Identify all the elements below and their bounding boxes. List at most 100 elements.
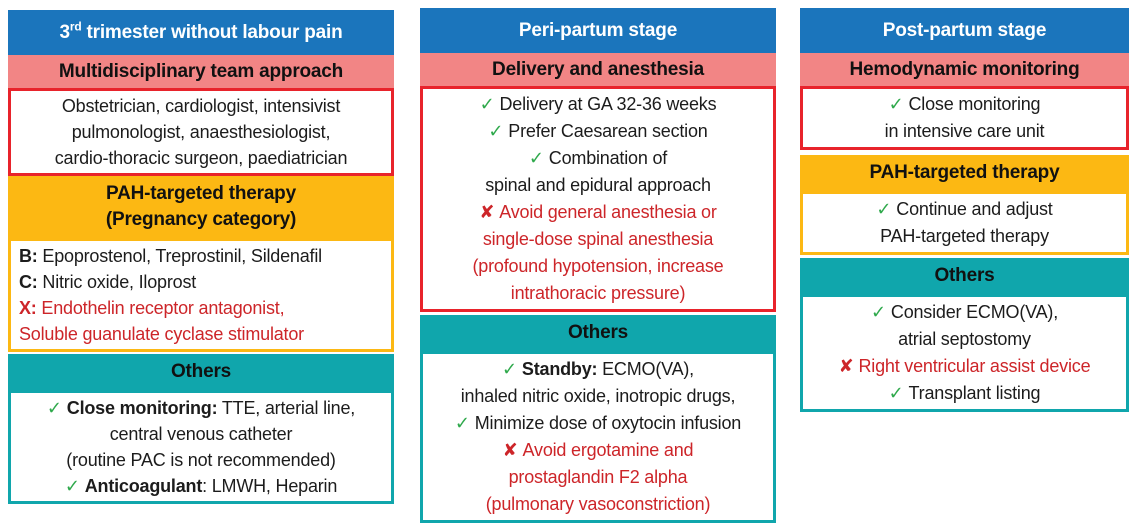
heading-delivery-anesthesia: Delivery and anesthesia (420, 53, 776, 86)
line-text: prostaglandin F2 alpha (508, 467, 688, 487)
check-icon: ✓ (888, 94, 904, 114)
text-line: spinal and epidural approach (427, 172, 769, 199)
line-text: Endothelin receptor antagonist, (36, 298, 285, 318)
line-text: ECMO(VA), (597, 359, 694, 379)
column-peri-partum: Peri-partum stage Delivery and anesthesi… (420, 8, 776, 523)
stage-title-ordinal: rd (69, 19, 82, 34)
cross-icon: ✘ (838, 356, 854, 376)
stage-title-peri-partum: Peri-partum stage (420, 8, 776, 53)
line-text: Consider ECMO(VA), (890, 302, 1058, 322)
text-line-contraindicated: ✘Avoid ergotamine and (427, 437, 769, 464)
text-line: inhaled nitric oxide, inotropic drugs, (427, 383, 769, 410)
others-box: ✓Standby: ECMO(VA), inhaled nitric oxide… (420, 351, 776, 523)
text-line-contraindicated: (profound hypotension, increase (427, 253, 769, 280)
heading-hemodynamic-monitoring: Hemodynamic monitoring (800, 53, 1129, 86)
line-text: Obstetrician, cardiologist, intensivist (61, 96, 341, 116)
cross-icon: ✘ (502, 440, 518, 460)
line-text: Avoid ergotamine and (522, 440, 694, 460)
text-line: ✓Close monitoring: TTE, arterial line, (15, 395, 387, 421)
line-text-bold: Standby: (521, 359, 598, 379)
category-label: C: (19, 272, 38, 292)
text-line-contraindicated: intrathoracic pressure) (427, 280, 769, 307)
check-icon: ✓ (488, 121, 504, 141)
line-text: TTE, arterial line, (217, 398, 356, 418)
check-icon: ✓ (479, 94, 495, 114)
text-line: central venous catheter (15, 421, 387, 447)
text-line: Obstetrician, cardiologist, intensivist (15, 93, 387, 119)
check-icon: ✓ (454, 413, 470, 433)
category-label: B: (19, 246, 38, 266)
text-line: ✓Transplant listing (807, 380, 1122, 407)
line-text: pulmonologist, anaesthesiologist, (71, 122, 331, 142)
check-icon: ✓ (888, 383, 904, 403)
column-post-partum: Post-partum stage Hemodynamic monitoring… (800, 8, 1129, 412)
hemodynamic-monitoring-box: ✓Close monitoring in intensive care unit (800, 86, 1129, 150)
others-box: ✓Consider ECMO(VA), atrial septostomy ✘R… (800, 294, 1129, 412)
text-line: PAH-targeted therapy (807, 223, 1122, 250)
text-line: cardio-thoracic surgeon, paediatrician (15, 145, 387, 171)
line-text: Continue and adjust (896, 199, 1053, 219)
line-text: (routine PAC is not recommended) (66, 450, 336, 470)
text-line: ✓Anticoagulant: LMWH, Heparin (15, 473, 387, 499)
text-line: ✓Combination of (427, 145, 769, 172)
line-text: Epoprostenol, Treprostinil, Sildenafil (37, 246, 322, 266)
line-text: single-dose spinal anesthesia (482, 229, 714, 249)
text-line: in intensive care unit (807, 118, 1122, 145)
line-text: in intensive care unit (884, 121, 1045, 141)
text-line: ✓Continue and adjust (807, 196, 1122, 223)
line-text: Combination of (548, 148, 668, 168)
heading-line: (Pregnancy category) (105, 209, 297, 230)
heading-others: Others (800, 258, 1129, 294)
heading-others: Others (8, 354, 394, 390)
line-text: : LMWH, Heparin (202, 476, 338, 496)
stage-title-post-partum: Post-partum stage (800, 8, 1129, 53)
line-text-bold: Anticoagulant (84, 476, 203, 496)
stage-title-3rd-trimester: 3rd trimester without labour pain (8, 10, 394, 55)
text-line-contraindicated: X: Endothelin receptor antagonist, (19, 295, 389, 321)
heading-pah-targeted-therapy: PAH-targeted therapy (Pregnancy category… (8, 176, 394, 238)
check-icon: ✓ (46, 398, 62, 418)
text-line-contraindicated: prostaglandin F2 alpha (427, 464, 769, 491)
line-text: Close monitoring (908, 94, 1041, 114)
text-line-contraindicated: ✘Avoid general anesthesia or (427, 199, 769, 226)
pregnancy-category-box: B: Epoprostenol, Treprostinil, Sildenafi… (8, 238, 394, 352)
line-text-bold: Close monitoring: (66, 398, 218, 418)
text-line: C: Nitric oxide, Iloprost (19, 269, 389, 295)
heading-others: Others (420, 315, 776, 351)
text-line-contraindicated: (pulmonary vasoconstriction) (427, 491, 769, 518)
line-text: Prefer Caesarean section (508, 121, 708, 141)
text-line: ✓Close monitoring (807, 91, 1122, 118)
check-icon: ✓ (64, 476, 80, 496)
line-text: Avoid general anesthesia or (499, 202, 717, 222)
others-box: ✓Close monitoring: TTE, arterial line, c… (8, 390, 394, 504)
check-icon: ✓ (876, 199, 892, 219)
check-icon: ✓ (528, 148, 544, 168)
line-text: Minimize dose of oxytocin infusion (474, 413, 742, 433)
multidisciplinary-team-box: Obstetrician, cardiologist, intensivist … (8, 88, 394, 176)
line-text: intrathoracic pressure) (510, 283, 686, 303)
text-line-contraindicated: ✘Right ventricular assist device (807, 353, 1122, 380)
stage-title-text: Post-partum stage (882, 19, 1047, 41)
line-text: Right ventricular assist device (858, 356, 1091, 376)
check-icon: ✓ (502, 359, 517, 379)
text-line: ✓Minimize dose of oxytocin infusion (427, 410, 769, 437)
stage-title-number: 3 (59, 21, 70, 43)
text-line: ✓Consider ECMO(VA), (807, 299, 1122, 326)
text-line: pulmonologist, anaesthesiologist, (15, 119, 387, 145)
line-text: Transplant listing (908, 383, 1041, 403)
heading-pah-targeted-therapy: PAH-targeted therapy (800, 155, 1129, 191)
line-text: Soluble guanulate cyclase stimulator (19, 324, 304, 344)
column-3rd-trimester: 3rd trimester without labour pain Multid… (8, 10, 394, 504)
cross-icon: ✘ (479, 202, 495, 222)
line-text: central venous catheter (109, 424, 293, 444)
heading-multidisciplinary-team: Multidisciplinary team approach (8, 55, 394, 88)
line-text: Nitric oxide, Iloprost (37, 272, 197, 292)
category-label: X: (19, 298, 37, 318)
line-text: spinal and epidural approach (485, 175, 711, 195)
check-icon: ✓ (871, 302, 886, 322)
stage-title-text: Peri-partum stage (518, 19, 678, 41)
text-line-contraindicated: single-dose spinal anesthesia (427, 226, 769, 253)
line-text: Delivery at GA 32-36 weeks (499, 94, 717, 114)
heading-line: PAH-targeted therapy (106, 183, 296, 204)
text-line-contraindicated: Soluble guanulate cyclase stimulator (19, 321, 389, 347)
